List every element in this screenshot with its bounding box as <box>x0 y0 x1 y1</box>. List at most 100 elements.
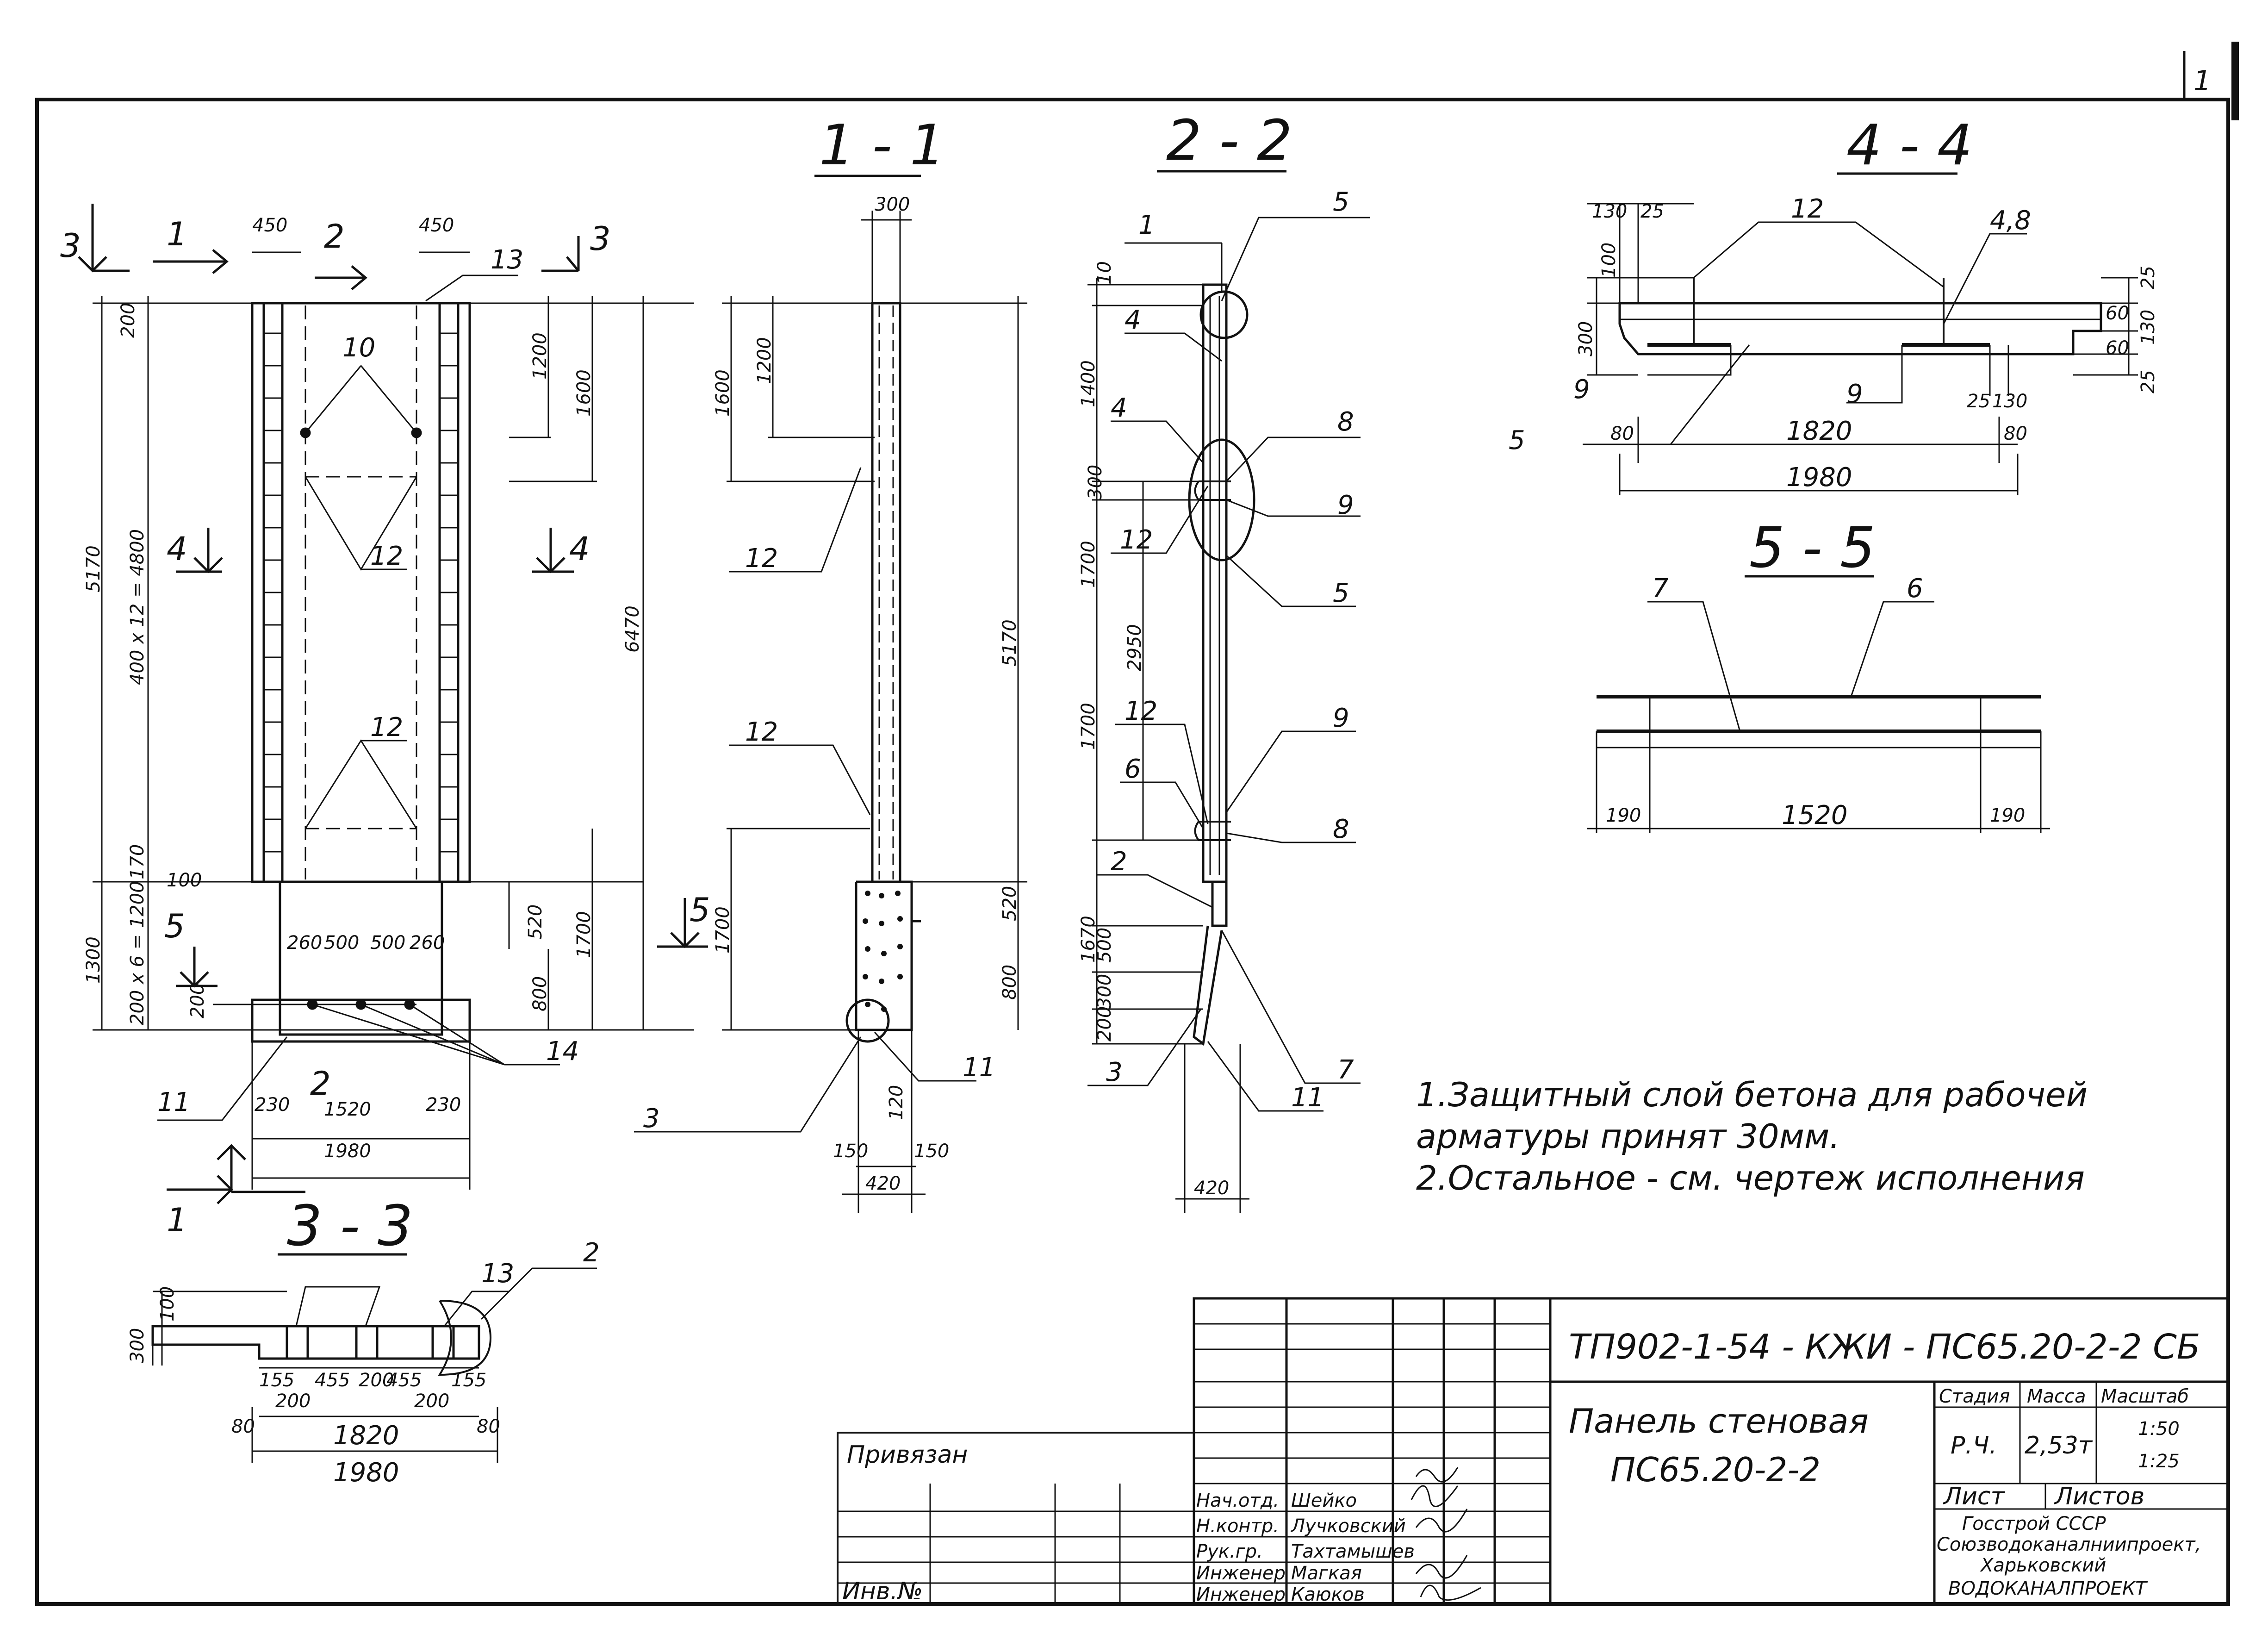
svg-text:260: 260 <box>287 932 322 954</box>
svg-text:Инженер: Инженер <box>1196 1563 1286 1584</box>
svg-text:11: 11 <box>1291 1083 1324 1113</box>
svg-text:1: 1 <box>2193 65 2211 97</box>
svg-text:1700: 1700 <box>1078 703 1099 750</box>
svg-text:12: 12 <box>370 712 403 742</box>
svg-text:5: 5 <box>1509 425 1525 455</box>
svg-text:1670: 1670 <box>1078 916 1099 963</box>
svg-text:1520: 1520 <box>324 1099 371 1120</box>
section-5-5-labels: 5 - 5 190 1520 190 7 6 <box>1606 516 2025 830</box>
svg-text:500: 500 <box>370 932 405 954</box>
svg-text:5: 5 <box>1333 187 1349 217</box>
svg-text:200: 200 <box>187 983 208 1018</box>
svg-text:300: 300 <box>1085 465 1106 500</box>
svg-text:6: 6 <box>1125 754 1141 784</box>
svg-text:14: 14 <box>546 1036 579 1066</box>
svg-text:5170: 5170 <box>999 619 1020 667</box>
svg-text:1: 1 <box>167 1201 187 1239</box>
svg-text:200: 200 <box>414 1391 449 1412</box>
svg-text:200: 200 <box>1094 1006 1115 1041</box>
svg-text:130: 130 <box>2138 310 2159 345</box>
svg-text:10: 10 <box>342 333 375 363</box>
svg-text:300: 300 <box>127 1328 148 1363</box>
svg-text:1200: 1200 <box>754 337 775 384</box>
svg-text:455: 455 <box>386 1370 422 1391</box>
svg-text:200: 200 <box>275 1391 311 1412</box>
svg-text:Листов: Листов <box>2054 1483 2144 1510</box>
svg-text:8: 8 <box>1333 814 1349 844</box>
svg-text:9: 9 <box>1337 490 1354 520</box>
svg-text:300: 300 <box>875 194 910 215</box>
svg-text:1980: 1980 <box>324 1141 371 1162</box>
section-2-2-labels: 2 - 2 10 1400 300 1700 2950 1700 1670 50… <box>1078 109 1354 1199</box>
title-block-text: ТП902-1-54 - КЖИ - ПС65.20-2-2 СБ Панель… <box>842 1327 2201 1605</box>
section-4-4 <box>1583 172 2138 495</box>
svg-text:800: 800 <box>999 965 1020 1000</box>
svg-text:1 - 1: 1 - 1 <box>819 113 945 178</box>
svg-text:12: 12 <box>370 541 403 571</box>
svg-text:455: 455 <box>315 1370 350 1391</box>
svg-text:3: 3 <box>60 227 81 265</box>
svg-text:9: 9 <box>1573 374 1590 405</box>
svg-text:500: 500 <box>1094 928 1115 963</box>
svg-text:120: 120 <box>886 1085 907 1120</box>
title-block <box>837 1297 2230 1605</box>
svg-text:60: 60 <box>2106 303 2129 324</box>
svg-text:4 - 4: 4 - 4 <box>1846 113 1972 178</box>
svg-text:2.Остальное - см. чертеж испол: 2.Остальное - см. чертеж исполнения <box>1416 1159 2085 1197</box>
svg-text:Р.Ч.: Р.Ч. <box>1951 1432 1997 1459</box>
svg-text:200: 200 <box>118 303 139 338</box>
svg-text:80: 80 <box>2004 423 2027 444</box>
svg-text:3: 3 <box>643 1104 660 1134</box>
svg-text:1700: 1700 <box>712 906 733 954</box>
svg-text:2: 2 <box>310 1065 331 1103</box>
svg-text:80: 80 <box>231 1416 255 1437</box>
svg-text:Масса: Масса <box>2027 1386 2086 1407</box>
svg-text:230: 230 <box>426 1094 461 1116</box>
svg-text:11: 11 <box>157 1087 190 1117</box>
svg-text:3: 3 <box>590 220 611 258</box>
svg-text:300: 300 <box>1094 974 1115 1009</box>
svg-text:10: 10 <box>1094 261 1115 285</box>
svg-text:4: 4 <box>569 530 590 568</box>
svg-text:2: 2 <box>324 218 345 256</box>
svg-text:170: 170 <box>127 844 148 879</box>
svg-text:100: 100 <box>157 1286 178 1322</box>
svg-text:Панель стеновая: Панель стеновая <box>1569 1402 1869 1440</box>
svg-text:Инженер: Инженер <box>1196 1584 1286 1605</box>
svg-text:Союзводоканалниипроект,: Союзводоканалниипроект, <box>1937 1534 2201 1555</box>
svg-text:25: 25 <box>1967 391 1990 412</box>
svg-text:200 x 6 = 1200: 200 x 6 = 1200 <box>127 881 148 1025</box>
svg-text:5: 5 <box>1333 578 1349 608</box>
svg-text:7: 7 <box>1652 574 1669 604</box>
svg-text:12: 12 <box>1125 696 1157 726</box>
svg-text:5: 5 <box>690 891 710 929</box>
svg-text:Магкая: Магкая <box>1291 1563 1362 1584</box>
svg-text:190: 190 <box>1606 805 1641 826</box>
svg-text:1300: 1300 <box>83 936 104 984</box>
svg-text:13: 13 <box>491 245 523 275</box>
svg-text:Тахтамышев: Тахтамышев <box>1291 1541 1415 1562</box>
general-notes: 1.Защитный слой бетона для рабочей армат… <box>1416 1075 2088 1197</box>
svg-text:8: 8 <box>1337 407 1354 437</box>
svg-text:5 - 5: 5 - 5 <box>1749 516 1875 580</box>
svg-text:80: 80 <box>1610 423 1634 444</box>
svg-text:ТП902-1-54 - КЖИ - ПС65.20-2-2: ТП902-1-54 - КЖИ - ПС65.20-2-2 СБ <box>1569 1327 2200 1367</box>
svg-text:400 x 12 = 4800: 400 x 12 = 4800 <box>127 529 148 685</box>
svg-text:Привязан: Привязан <box>847 1441 968 1469</box>
section-1-1 <box>634 175 1027 1213</box>
svg-text:2,53т: 2,53т <box>2025 1432 2093 1459</box>
svg-text:1.Защитный слой бетона для раб: 1.Защитный слой бетона для рабочей <box>1416 1075 2088 1114</box>
svg-text:130: 130 <box>1992 391 2027 412</box>
svg-text:25: 25 <box>1640 201 1664 222</box>
svg-text:3: 3 <box>1106 1057 1123 1087</box>
svg-text:4: 4 <box>1111 393 1127 423</box>
svg-text:7: 7 <box>1337 1055 1354 1085</box>
svg-text:4: 4 <box>1125 305 1141 335</box>
svg-text:520: 520 <box>999 886 1020 921</box>
svg-text:520: 520 <box>525 904 546 940</box>
svg-text:9: 9 <box>1333 703 1349 733</box>
svg-text:12: 12 <box>745 717 778 747</box>
svg-text:ПС65.20-2-2: ПС65.20-2-2 <box>1610 1450 1821 1489</box>
svg-text:2 - 2: 2 - 2 <box>1166 109 1292 173</box>
svg-text:2: 2 <box>583 1238 600 1268</box>
